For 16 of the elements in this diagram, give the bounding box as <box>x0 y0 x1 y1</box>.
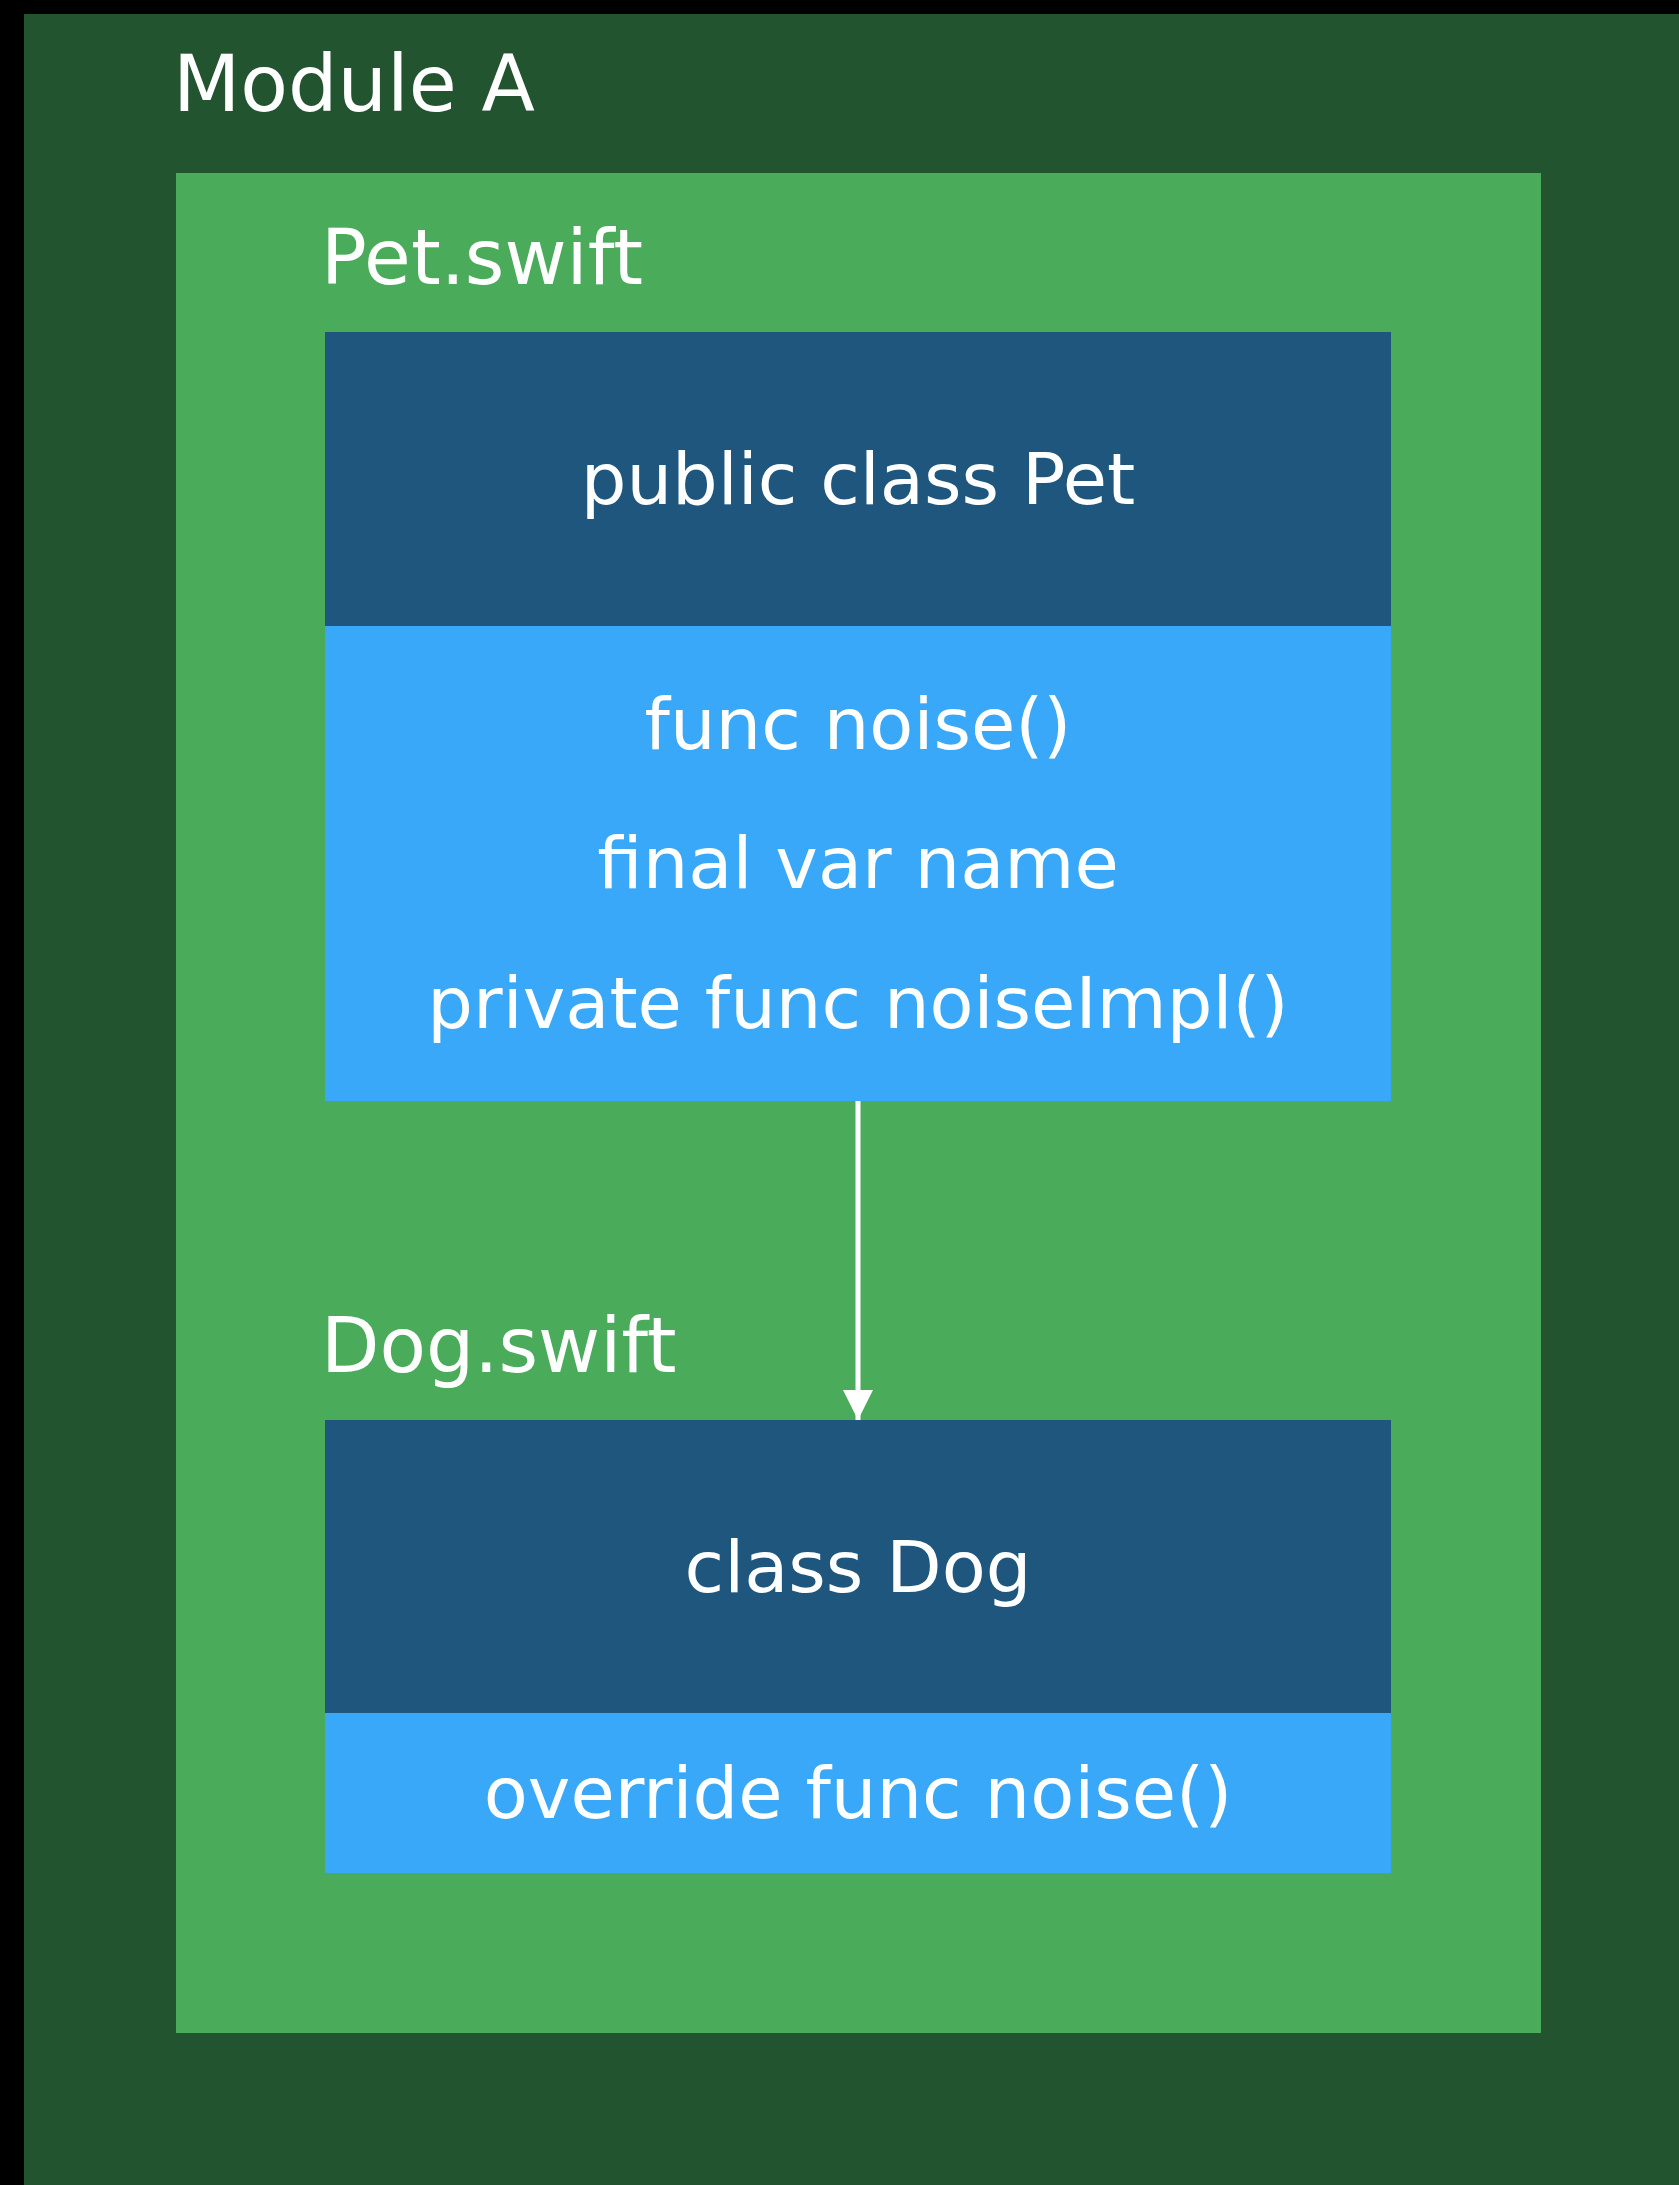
module-panel <box>24 14 1679 2185</box>
member-declaration: override func noise() <box>483 1751 1233 1835</box>
module-title: Module A <box>173 40 535 130</box>
file-name: Pet.swift <box>321 214 643 302</box>
member-list <box>325 626 1391 1101</box>
member-declaration: private func noiseImpl() <box>427 961 1289 1045</box>
file-name: Dog.swift <box>321 1302 677 1390</box>
class-header <box>325 332 1391 626</box>
file-area <box>176 173 1541 2033</box>
class-header <box>325 1420 1391 1713</box>
member-list <box>325 1713 1391 1873</box>
class-declaration: public class Pet <box>579 437 1137 521</box>
member-declaration: func noise() <box>644 682 1072 766</box>
arrow <box>843 1101 873 1420</box>
class-declaration: class Dog <box>683 1525 1033 1608</box>
member-declaration: final var name <box>597 822 1119 905</box>
